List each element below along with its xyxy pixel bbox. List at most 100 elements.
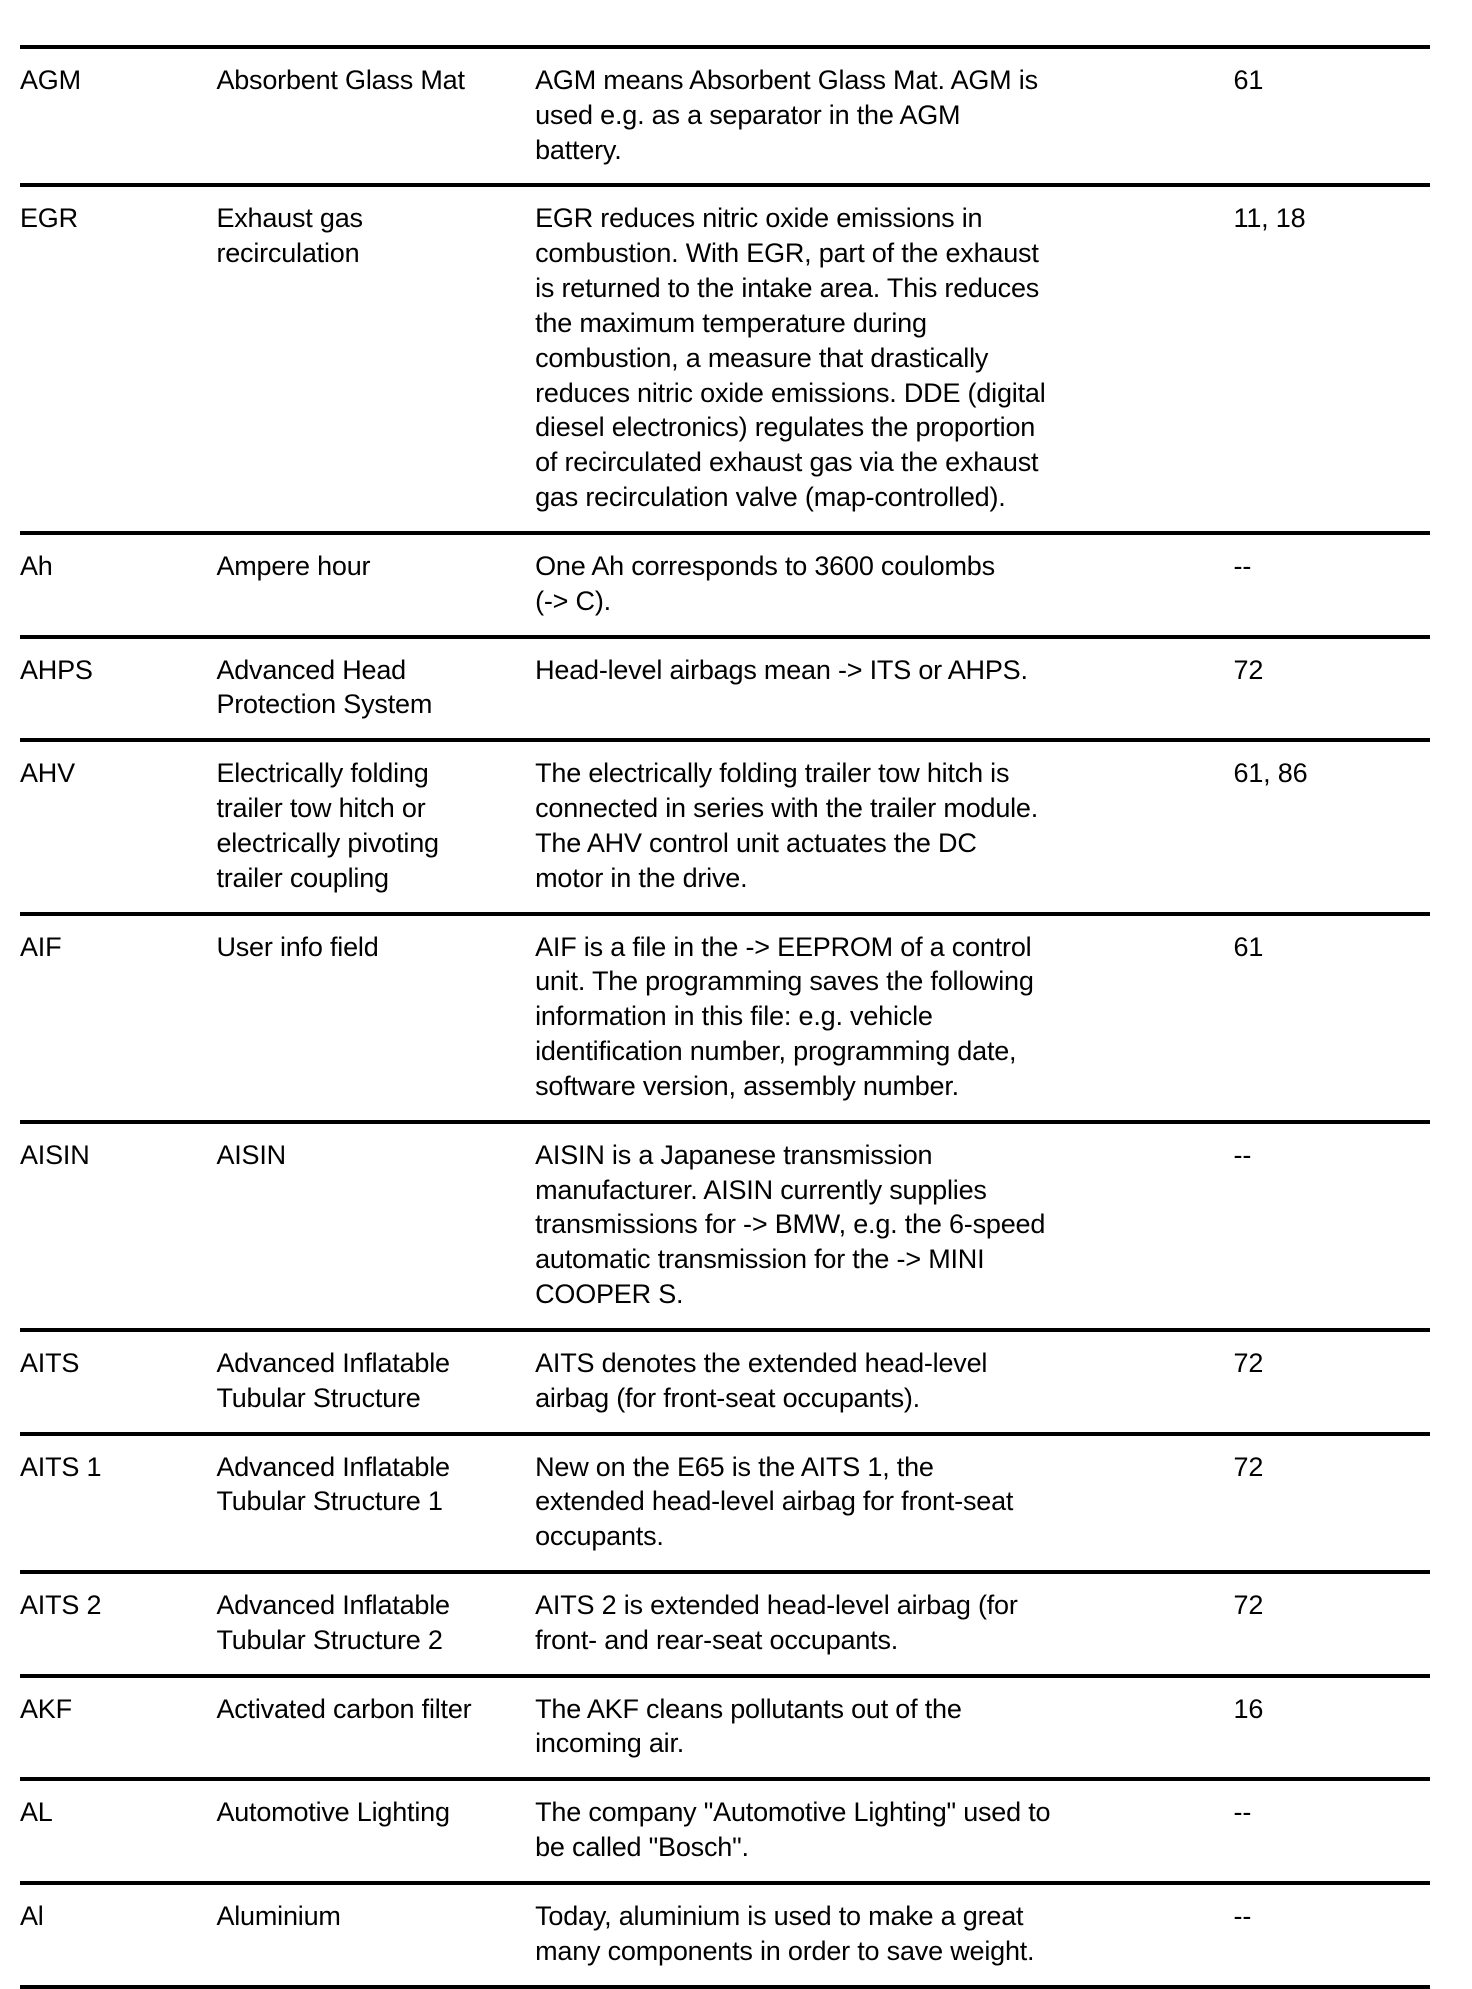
page-reference-cell: -- bbox=[1234, 1779, 1430, 1883]
abbreviation-cell-text: AGM bbox=[20, 65, 81, 95]
page-reference-cell: 72 bbox=[1234, 1572, 1430, 1676]
page-reference-cell-text: 16 bbox=[1233, 1693, 1264, 1724]
description-cell: AIF is a file in the -> EEPROM of a cont… bbox=[535, 914, 1233, 1122]
description-cell: One Ah corresponds to 3600 coulombs (-> … bbox=[535, 533, 1233, 637]
term-cell-text: Exhaust gas recirculation bbox=[216, 203, 363, 269]
term-cell-text: Automotive Lighting bbox=[216, 1797, 450, 1828]
glossary-table-body: AGM Absorbent Glass Mat AGM means Absorben… bbox=[20, 47, 1430, 1987]
page-reference-cell-text: 72 bbox=[1233, 1451, 1264, 1482]
abbreviation-cell: AITS bbox=[20, 1330, 216, 1434]
abbreviation-cell: AITS 2 bbox=[20, 1572, 216, 1676]
abbreviation-cell: Al bbox=[20, 1883, 216, 1987]
term-cell: Exhaust gas recirculation bbox=[216, 185, 535, 532]
description-cell-text: The AKF cleans pollutants out of the inc… bbox=[535, 1693, 962, 1759]
abbreviation-cell: AHV bbox=[20, 740, 216, 913]
abbreviation-cell-text: Ah bbox=[20, 550, 53, 581]
term-cell: Advanced Head Protection System bbox=[216, 637, 535, 741]
abbreviation-cell: AISIN bbox=[20, 1122, 216, 1330]
abbreviation-cell-text: EGR bbox=[20, 203, 78, 234]
page-reference-cell: -- bbox=[1234, 1883, 1430, 1987]
term-cell: User info field bbox=[216, 914, 535, 1122]
term-cell-text: Advanced Inflatable Tubular Structure 2 bbox=[216, 1589, 450, 1655]
page-reference-cell: 72 bbox=[1234, 1330, 1430, 1434]
abbreviation-cell-text: AITS bbox=[20, 1347, 80, 1378]
page-reference-cell: 16 bbox=[1234, 1676, 1430, 1780]
description-cell: AITS denotes the extended head-level air… bbox=[535, 1330, 1233, 1434]
page-reference-cell-text: 72 bbox=[1233, 1589, 1264, 1620]
description-cell: The electrically folding trailer tow hit… bbox=[535, 740, 1233, 913]
term-cell-text: Advanced Head Protection System bbox=[216, 654, 433, 720]
page-reference-cell: 61 bbox=[1234, 914, 1430, 1122]
page-reference-cell: 72 bbox=[1234, 1434, 1430, 1572]
description-cell-text: AITS denotes the extended head-level air… bbox=[535, 1347, 988, 1413]
abbreviation-cell-text: AITS 1 bbox=[20, 1451, 102, 1482]
description-cell-text: AIF is a file in the -> EEPROM of a cont… bbox=[535, 931, 1034, 1101]
abbreviation-cell: AKF bbox=[20, 1676, 216, 1780]
page-reference-cell: 72 bbox=[1234, 637, 1430, 741]
table-row: Al Aluminium Today, aluminium is used to m… bbox=[20, 1882, 1430, 1987]
page-reference-cell-text: 61 bbox=[1233, 65, 1264, 95]
description-cell-text: One Ah corresponds to 3600 coulombs (-> … bbox=[535, 550, 995, 616]
abbreviation-cell-text: AKF bbox=[20, 1693, 72, 1724]
table-row: AISIN AISIN AISIN is a Japanese transmissi… bbox=[20, 1121, 1430, 1330]
page-reference-cell-text: 61 bbox=[1233, 931, 1264, 962]
abbreviation-cell-text: AHV bbox=[20, 758, 75, 789]
table-row: AIF User info field AIF is a file in the -… bbox=[20, 913, 1430, 1122]
description-cell: AISIN is a Japanese transmission manufac… bbox=[535, 1122, 1233, 1330]
term-cell: Aluminium bbox=[216, 1883, 535, 1987]
abbreviation-cell: AHPS bbox=[20, 637, 216, 741]
term-cell: Electrically folding trailer tow hitch o… bbox=[216, 740, 535, 913]
abbreviation-cell-text: AITS 2 bbox=[20, 1589, 102, 1620]
abbreviation-cell-text: Al bbox=[20, 1900, 44, 1931]
glossary-table: AGM Absorbent Glass Mat AGM means Absorben… bbox=[20, 45, 1430, 1989]
abbreviation-cell-text: AISIN bbox=[20, 1139, 90, 1170]
description-cell-text: New on the E65 is the AITS 1, the extend… bbox=[535, 1451, 1014, 1552]
term-cell-text: Aluminium bbox=[216, 1900, 341, 1931]
abbreviation-cell-text: AIF bbox=[20, 931, 62, 962]
abbreviation-cell: Ah bbox=[20, 533, 216, 637]
page-reference-cell-text: 11, 18 bbox=[1233, 203, 1306, 234]
table-row: AITS 2 Advanced Inflatable Tubular Struct… bbox=[20, 1571, 1430, 1676]
description-cell-text: Today, aluminium is used to make a great… bbox=[535, 1900, 1035, 1966]
term-cell: Advanced Inflatable Tubular Structure 1 bbox=[216, 1434, 535, 1572]
term-cell: Ampere hour bbox=[216, 533, 535, 637]
term-cell: Automotive Lighting bbox=[216, 1779, 535, 1883]
term-cell: Activated carbon filter bbox=[216, 1676, 535, 1780]
term-cell-text: Electrically folding trailer tow hitch o… bbox=[216, 758, 439, 893]
term-cell-text: AISIN bbox=[216, 1139, 286, 1170]
term-cell-text: Activated carbon filter bbox=[216, 1693, 472, 1724]
term-cell-text: Absorbent Glass Mat bbox=[216, 65, 465, 95]
table-row: AGM Absorbent Glass Mat AGM means Absorben… bbox=[20, 47, 1430, 185]
page-reference-cell: 61, 86 bbox=[1234, 740, 1430, 913]
term-cell: Advanced Inflatable Tubular Structure 2 bbox=[216, 1572, 535, 1676]
page-reference-cell: -- bbox=[1234, 1122, 1430, 1330]
abbreviation-cell-text: AHPS bbox=[20, 654, 93, 685]
term-cell-text: User info field bbox=[216, 931, 379, 962]
page-reference-cell-text: -- bbox=[1233, 1797, 1252, 1828]
page-reference-cell-text: 72 bbox=[1233, 654, 1264, 685]
abbreviation-cell: AL bbox=[20, 1779, 216, 1883]
term-cell: AISIN bbox=[216, 1122, 535, 1330]
description-cell-text: Head-level airbags mean -> ITS or AHPS. bbox=[535, 654, 1028, 685]
page-reference-cell-text: -- bbox=[1233, 1139, 1252, 1170]
page-reference-cell: 11, 18 bbox=[1234, 185, 1430, 532]
description-cell-text: The company "Automotive Lighting" used t… bbox=[535, 1797, 1051, 1863]
table-row: AITS 1 Advanced Inflatable Tubular Struct… bbox=[20, 1433, 1430, 1572]
description-cell: AGM means Absorbent Glass Mat. AGM is us… bbox=[535, 47, 1233, 185]
term-cell: Absorbent Glass Mat bbox=[216, 47, 535, 185]
description-cell-text: EGR reduces nitric oxide emissions in co… bbox=[535, 203, 1046, 513]
abbreviation-cell: AITS 1 bbox=[20, 1434, 216, 1572]
description-cell: The company "Automotive Lighting" used t… bbox=[535, 1779, 1233, 1883]
description-cell-text: AGM means Absorbent Glass Mat. AGM is us… bbox=[535, 65, 1038, 165]
abbreviation-cell: AGM bbox=[20, 47, 216, 185]
page-reference-cell-text: 72 bbox=[1233, 1347, 1264, 1378]
description-cell: EGR reduces nitric oxide emissions in co… bbox=[535, 185, 1233, 532]
description-cell: Today, aluminium is used to make a great… bbox=[535, 1883, 1233, 1987]
table-row: EGR Exhaust gas recirculation EGR reduces … bbox=[20, 185, 1430, 532]
table-row: AKF Activated carbon filter The AKF cleans… bbox=[20, 1675, 1430, 1780]
abbreviation-cell-text: AL bbox=[20, 1797, 53, 1828]
table-row: AL Automotive Lighting The company "Automo… bbox=[20, 1779, 1430, 1883]
page-reference-cell: -- bbox=[1234, 533, 1430, 637]
page-reference-cell-text: -- bbox=[1233, 550, 1252, 581]
